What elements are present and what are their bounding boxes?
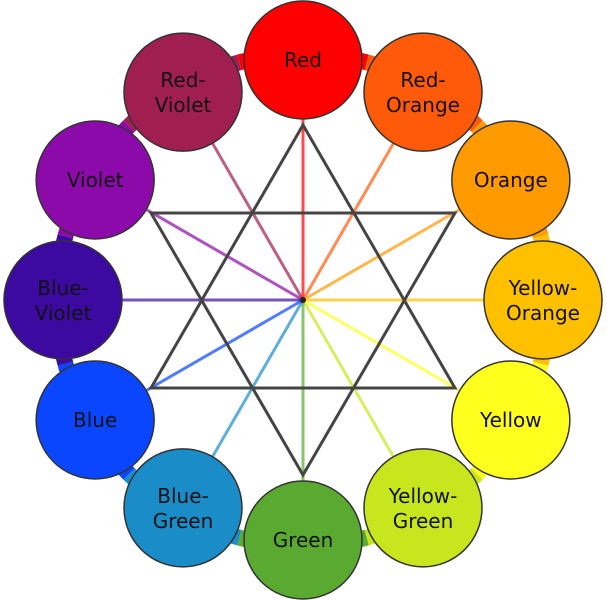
color-label: Yellow-Orange [506, 276, 580, 325]
color-label: Blue-Violet [35, 276, 92, 325]
color-label-line: Orange [386, 93, 460, 117]
color-label-line: Orange [506, 301, 580, 325]
color-label-line: Green [153, 509, 214, 533]
triangle-up [148, 122, 458, 390]
color-label: Red [284, 48, 322, 72]
color-circle [243, 0, 363, 120]
color-label: Red-Orange [386, 68, 460, 117]
color-label: Blue-Green [153, 484, 214, 533]
color-label-line: Blue- [37, 276, 88, 300]
color-label: Red-Violet [155, 68, 212, 117]
color-label-line: Red- [400, 68, 445, 92]
triangle-down [148, 211, 458, 478]
color-label-line: Green [273, 528, 334, 552]
color-label: Yellow [479, 408, 542, 432]
color-label: Green [273, 528, 334, 552]
color-circle [3, 240, 123, 360]
color-circle [243, 480, 363, 600]
color-label-line: Blue- [157, 484, 208, 508]
center-dot [300, 297, 306, 303]
color-label: Yellow-Green [388, 484, 458, 533]
color-circle [451, 360, 571, 480]
color-circle [123, 448, 243, 568]
color-circle [35, 360, 155, 480]
color-circle [451, 120, 571, 240]
color-label-line: Violet [35, 301, 92, 325]
color-circle [123, 32, 243, 152]
color-label-line: Red [284, 48, 322, 72]
color-circle [363, 448, 483, 568]
color-label-line: Red- [160, 68, 205, 92]
color-label-line: Orange [474, 168, 548, 192]
color-label-line: Violet [155, 93, 212, 117]
color-label-line: Green [393, 509, 454, 533]
color-label-line: Blue [73, 408, 117, 432]
color-label: Blue [73, 408, 117, 432]
color-circle [363, 32, 483, 152]
color-label: Orange [474, 168, 548, 192]
color-label: Violet [67, 168, 124, 192]
color-circle [35, 120, 155, 240]
color-label-line: Yellow- [388, 484, 458, 508]
color-label-line: Violet [67, 168, 124, 192]
color-circle [483, 240, 603, 360]
color-label-line: Yellow- [508, 276, 578, 300]
color-label-line: Yellow [479, 408, 542, 432]
